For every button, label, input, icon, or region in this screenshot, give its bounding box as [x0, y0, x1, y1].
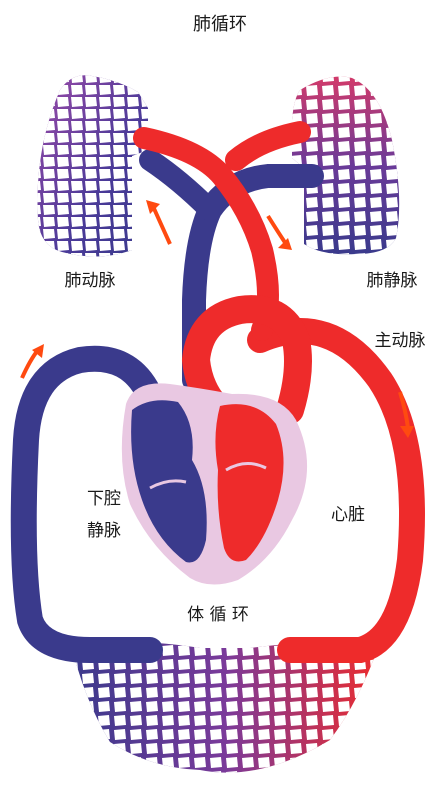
flow-arrow-pulmonary-artery	[146, 200, 170, 244]
left-lung	[37, 75, 148, 256]
pulmonary-vein-right-branch	[236, 132, 300, 160]
systemic-circulation-label: 体 循 环	[187, 605, 249, 625]
heart	[122, 383, 307, 584]
aorta-label: 主动脉	[375, 331, 426, 351]
inferior-vena-cava-label-line2: 静脉	[87, 521, 121, 541]
pulmonary-circulation-label: 肺循环	[193, 14, 247, 35]
pulmonary-vein-label: 肺静脉	[367, 271, 418, 291]
pulmonary-artery-label: 肺动脉	[65, 271, 116, 291]
inferior-vena-cava-label-line1: 下腔	[87, 489, 121, 509]
heart-label: 心脏	[331, 505, 365, 525]
